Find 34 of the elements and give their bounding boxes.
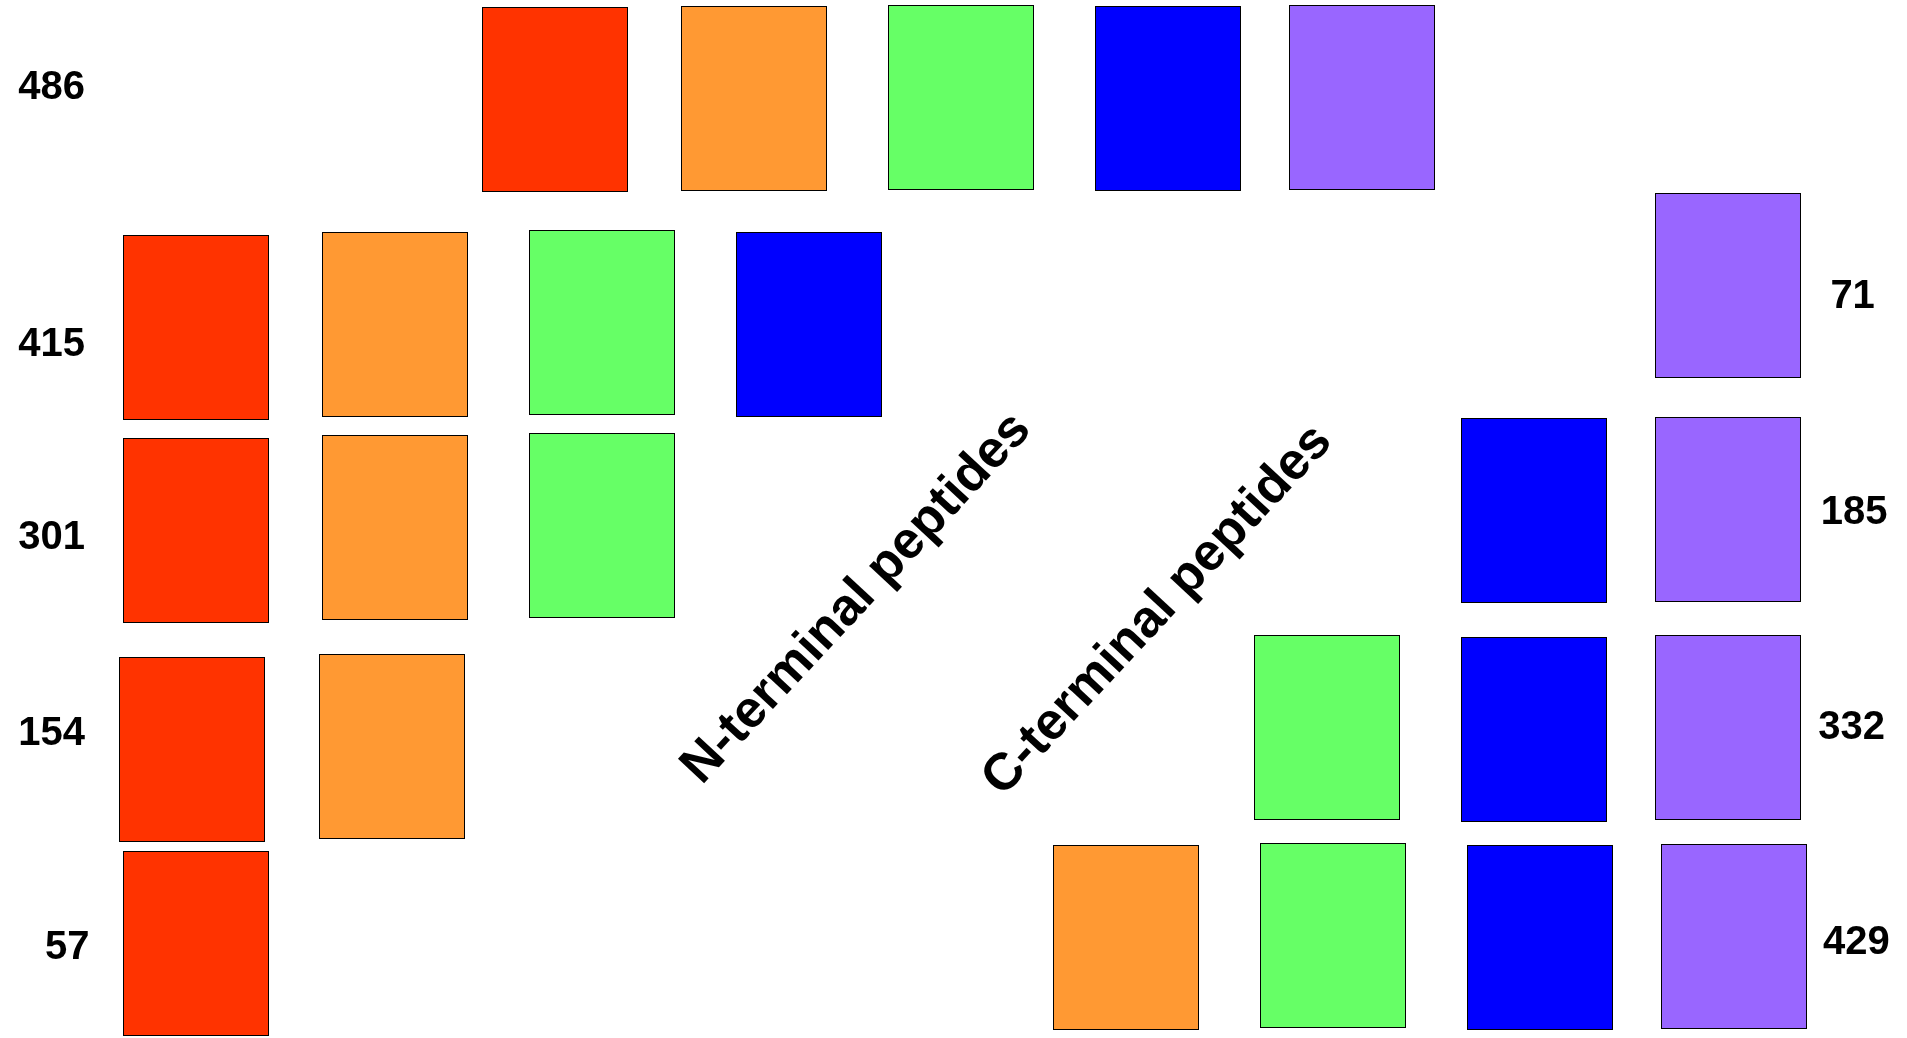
color-square: [1259, 842, 1406, 1028]
color-square: [1655, 634, 1802, 820]
color-square: [1655, 193, 1802, 379]
color-square: [529, 432, 675, 618]
row-number: 332: [1818, 704, 1885, 745]
row-number: 429: [1823, 920, 1890, 961]
row-number: 301: [18, 515, 85, 556]
row-number: 71: [1830, 274, 1875, 315]
row-number: 57: [45, 925, 90, 965]
row-number: 185: [1820, 489, 1888, 530]
color-square: [1253, 634, 1400, 820]
color-square: [1289, 4, 1436, 190]
row-number: 415: [18, 321, 85, 362]
color-square: [1460, 637, 1607, 823]
color-square: [122, 437, 269, 623]
color-square: [887, 4, 1034, 190]
color-square: [318, 654, 465, 840]
color-square: [481, 7, 628, 193]
color-square: [1094, 6, 1241, 191]
row-number: 154: [18, 710, 85, 751]
color-square: [1655, 417, 1802, 602]
color-square: [681, 6, 827, 191]
color-square: [735, 232, 882, 418]
color-square: [322, 232, 469, 418]
color-square: [122, 851, 269, 1037]
color-square: [1460, 418, 1607, 604]
row-number: 486: [18, 65, 85, 106]
color-square: [1053, 845, 1200, 1031]
color-square: [119, 656, 266, 842]
color-square: [529, 229, 675, 415]
color-square: [1661, 844, 1808, 1029]
color-square: [322, 435, 469, 621]
color-square: [1466, 845, 1613, 1031]
color-square: [122, 234, 269, 420]
